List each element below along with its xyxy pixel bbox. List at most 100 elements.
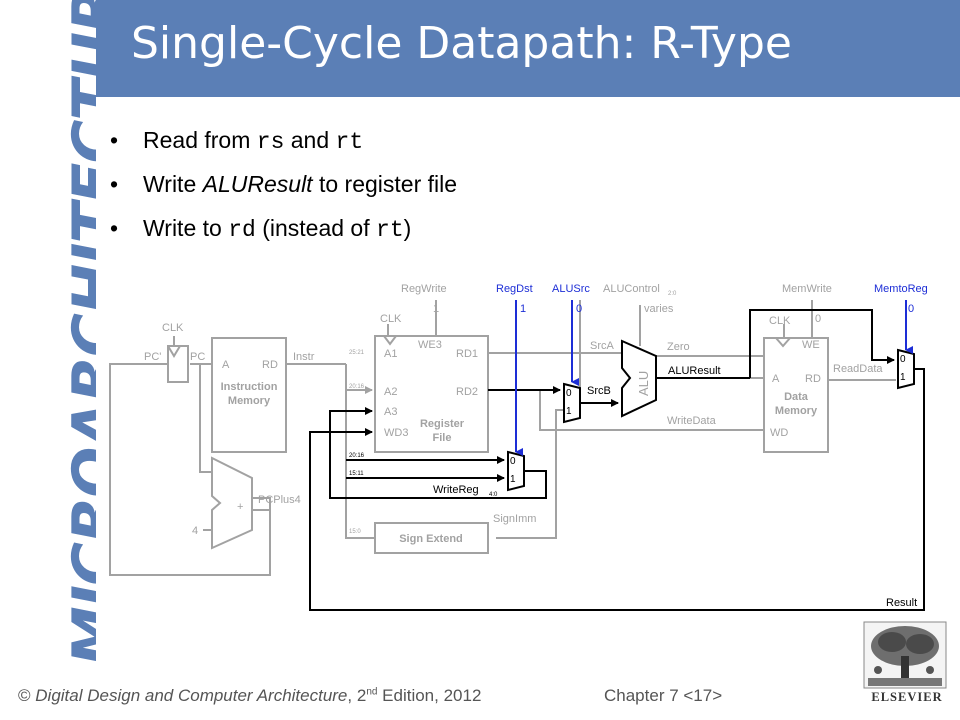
alu-unit bbox=[621, 339, 657, 418]
adder-plus-label: + bbox=[237, 501, 243, 513]
writereg-wire bbox=[329, 407, 547, 499]
bullet-list: Read from rs and rt Write ALUResult to r… bbox=[108, 122, 457, 254]
inactive-wires bbox=[109, 300, 896, 576]
control-wires bbox=[515, 300, 913, 456]
brand-sidebar: MICROARCHITECTURE MICROARCHITECTURE bbox=[0, 0, 96, 690]
pc-adder bbox=[211, 456, 253, 550]
control-labels: RegDst 1 ALUSrc 0 MemtoReg 0 bbox=[496, 283, 928, 315]
bullet-text: Write bbox=[143, 171, 203, 197]
dmem-we-label: WE bbox=[802, 339, 820, 351]
srcb-label: SrcB bbox=[587, 385, 611, 397]
footer-copyright: © Digital Design and Computer Architectu… bbox=[18, 686, 481, 706]
book-title: Digital Design and Computer Architecture bbox=[35, 686, 348, 705]
zero-label: Zero bbox=[667, 341, 690, 353]
rf-rd1-label: RD1 bbox=[456, 348, 478, 360]
bullet-text: and bbox=[284, 127, 336, 153]
alusrc-mux bbox=[563, 382, 581, 424]
edition-number: , 2 bbox=[347, 686, 367, 705]
bullet-text: Write to bbox=[143, 215, 229, 241]
active-labels: SrcB ALUResult ALU 20:16 15:11 WriteReg … bbox=[349, 354, 917, 609]
alu-label: ALU bbox=[636, 371, 651, 396]
inactive-labels: CLK PC' PC A RD Instruction Memory Instr… bbox=[144, 283, 883, 545]
edition-superscript: nd bbox=[366, 686, 378, 698]
instr-label: Instr bbox=[293, 351, 315, 363]
bullet-item: Write ALUResult to register file bbox=[108, 166, 457, 210]
publisher-name: ELSEVIER bbox=[871, 690, 943, 704]
alucontrol-sub: 2:0 bbox=[668, 291, 677, 297]
alucontrol-value: varies bbox=[644, 303, 674, 315]
pc-clk-triangle bbox=[167, 345, 181, 358]
publisher-logo bbox=[863, 621, 947, 689]
alusrc-mux-zero: 0 bbox=[566, 388, 572, 399]
pc-label: PC bbox=[190, 351, 205, 363]
dmem-name-line2: Memory bbox=[775, 405, 818, 417]
pc-to-adder-wire bbox=[199, 364, 212, 473]
tree-trunk-icon bbox=[901, 656, 909, 680]
aluresult-label: ALUResult bbox=[668, 365, 721, 377]
signimm-wire bbox=[496, 409, 564, 539]
slide-title: Single-Cycle Datapath: R-Type bbox=[131, 18, 792, 69]
bullet-text: to register file bbox=[312, 171, 458, 197]
rt2-bits-label: 20:16 bbox=[349, 453, 365, 459]
result-wire bbox=[309, 368, 925, 611]
pc-clk-label: CLK bbox=[162, 322, 184, 334]
active-components bbox=[374, 335, 915, 492]
imem-rd-label: RD bbox=[262, 359, 278, 371]
figure-left-icon bbox=[874, 666, 882, 674]
brand-word: MICROARCHITECTURE bbox=[60, 0, 96, 666]
readdata-label: ReadData bbox=[833, 363, 883, 375]
instr-bus-wire bbox=[345, 364, 375, 539]
sign-extend-unit bbox=[374, 522, 489, 554]
bullet-code: rs bbox=[256, 129, 285, 155]
result-label: Result bbox=[886, 597, 917, 609]
writedata-label: WriteData bbox=[667, 415, 717, 427]
regdst-mux-one: 1 bbox=[510, 474, 516, 485]
rf-we3-label: WE3 bbox=[418, 339, 442, 351]
rf-clk-label: CLK bbox=[380, 313, 402, 325]
memtoreg-mux-one: 1 bbox=[900, 372, 906, 383]
active-wires bbox=[309, 309, 925, 611]
bullet-code: rd bbox=[228, 217, 256, 243]
rf-a1-label: A1 bbox=[384, 348, 397, 360]
rt-bits-label: 20:16 bbox=[349, 384, 365, 390]
writereg-sub: 4:0 bbox=[489, 492, 498, 498]
bullet-code: rt bbox=[335, 129, 364, 155]
rs-bits-label: 25:21 bbox=[349, 350, 365, 356]
regwrite-label: RegWrite bbox=[401, 283, 447, 295]
srca-label: SrcA bbox=[590, 340, 615, 352]
imm-bits-label: 15:0 bbox=[349, 529, 361, 535]
data-memory bbox=[763, 337, 829, 453]
alusrc-value: 0 bbox=[576, 303, 582, 315]
dmem-rd-label: RD bbox=[805, 373, 821, 385]
rf-name-line2: File bbox=[433, 432, 452, 444]
register-file bbox=[374, 335, 489, 453]
bullet-text: ) bbox=[403, 215, 412, 241]
rf-name-line1: Register bbox=[420, 418, 465, 430]
edition-year: Edition, 2012 bbox=[377, 686, 482, 705]
rf-a2-label: A2 bbox=[384, 386, 397, 398]
tree-canopy-right-icon bbox=[906, 634, 934, 654]
memtoreg-mux-zero: 0 bbox=[900, 354, 906, 365]
signimm-label: SignImm bbox=[493, 513, 536, 525]
imem-name-line1: Instruction bbox=[221, 381, 278, 393]
pc-prime-label: PC' bbox=[144, 351, 161, 363]
memtoreg-label: MemtoReg bbox=[874, 283, 928, 295]
regdst-value: 1 bbox=[520, 303, 526, 315]
pc-feedback-wire bbox=[109, 363, 271, 576]
bullet-emphasis: ALUResult bbox=[202, 171, 313, 197]
instruction-memory bbox=[211, 337, 287, 453]
tree-canopy-left-icon bbox=[878, 632, 906, 652]
dmem-name-line1: Data bbox=[784, 391, 809, 403]
regdst-mux-zero: 0 bbox=[510, 456, 516, 467]
rf-wd3-label: WD3 bbox=[384, 427, 408, 439]
bullet-text: (instead of bbox=[255, 215, 377, 241]
regwrite-value: 1 bbox=[433, 303, 439, 315]
alusrc-label: ALUSrc bbox=[552, 283, 590, 295]
title-bar bbox=[96, 0, 960, 97]
alusrc-mux-one: 1 bbox=[566, 406, 572, 417]
figure-right-icon bbox=[926, 666, 934, 674]
rf-a3-label: A3 bbox=[384, 406, 397, 418]
alucontrol-label: ALUControl bbox=[603, 283, 660, 295]
dmem-wd-label: WD bbox=[770, 427, 788, 439]
pcplus4-label: PCPlus4 bbox=[258, 494, 301, 506]
